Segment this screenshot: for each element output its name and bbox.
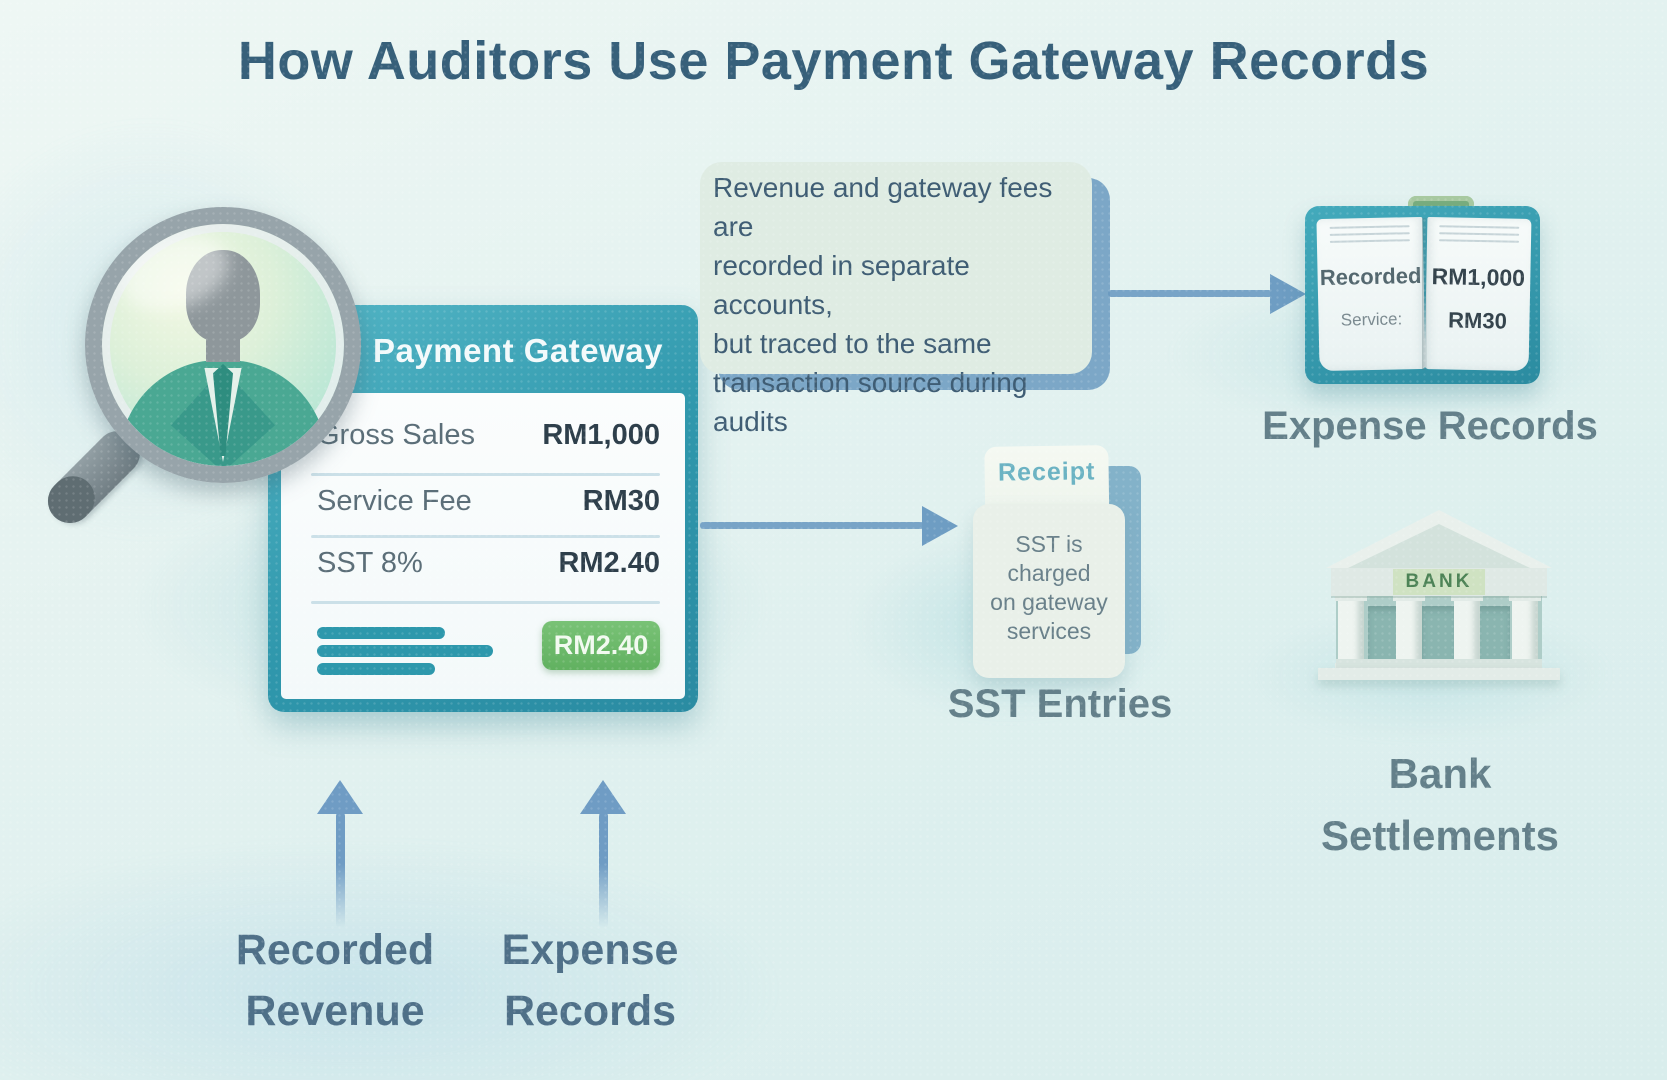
divider [311, 473, 660, 476]
summary-line [317, 645, 493, 657]
bank-step [1318, 668, 1560, 680]
ledger-book-icon: Recorded Service: RM1,000 RM30 [1305, 196, 1540, 384]
arrow-up-icon [580, 780, 626, 814]
bank-settlements-label-line2: Settlements [1320, 812, 1560, 859]
gateway-row: Gross Sales RM1,000 [317, 415, 660, 455]
summary-line [317, 663, 435, 675]
page-rule [1329, 232, 1411, 236]
bank-icon: BANK [1318, 510, 1560, 680]
receipt-note: SST is charged on gateway services [990, 531, 1108, 644]
receipt-title: Receipt [997, 457, 1096, 487]
auditor-person-icon [102, 224, 344, 466]
arrow-right-icon [1108, 290, 1272, 297]
expense-records-flow-label: Expense Records [440, 920, 740, 1042]
bank-window [1476, 606, 1510, 668]
bank-step [1336, 659, 1542, 670]
row-label: SST 8% [317, 546, 423, 579]
gateway-card-body: Gross Sales RM1,000 Service Fee RM30 SST… [281, 393, 685, 699]
sst-entries-label: SST Entries [947, 682, 1173, 726]
summary-line [317, 627, 445, 639]
gateway-row: Service Fee RM30 [317, 481, 660, 521]
book-entry-value: RM30 [1447, 307, 1508, 334]
book-spine [1422, 218, 1427, 370]
page-title: How Auditors Use Payment Gateway Records [237, 31, 1430, 91]
arrow-up-icon [317, 780, 363, 814]
bank-door [1422, 606, 1456, 668]
bank-settlements-label-line1: Bank [1388, 750, 1492, 797]
bank-column [1509, 594, 1541, 670]
flow-label-line: Revenue [245, 987, 425, 1035]
divider [311, 535, 660, 538]
arrow-up-stem [599, 812, 608, 928]
magnifier-icon [85, 207, 361, 483]
row-value: RM2.40 [558, 546, 660, 579]
arrow-right-icon [700, 522, 924, 529]
page-rule [1329, 225, 1410, 229]
bank-column [1393, 594, 1425, 670]
bank-sign: BANK [1393, 569, 1485, 595]
flow-label-line: Records [503, 987, 677, 1035]
page-rule [1439, 239, 1519, 243]
page-rule [1439, 225, 1519, 229]
expense-records-label: Expense Records [1262, 404, 1598, 448]
gateway-row: SST 8% RM2.40 [317, 543, 660, 583]
row-value: RM30 [582, 484, 660, 517]
book-page-right: RM1,000 RM30 [1424, 217, 1532, 371]
row-label: Gross Sales [317, 418, 475, 451]
book-page-left: Recorded Service: [1316, 216, 1426, 372]
flow-label-line: Recorded [235, 926, 435, 974]
callout-text: Revenue and gateway fees are recorded in… [713, 172, 1053, 437]
total-badge: RM2.40 [542, 621, 660, 670]
page-rule [1439, 232, 1519, 236]
receipt-note-card: SST is charged on gateway services [973, 504, 1125, 678]
page-rule [1329, 239, 1411, 243]
row-value: RM1,000 [542, 418, 660, 451]
callout-note: Revenue and gateway fees are recorded in… [700, 162, 1092, 437]
book-entry-label: Service: [1340, 309, 1403, 330]
auditor-head [186, 250, 260, 342]
row-label: Service Fee [317, 484, 472, 517]
recorded-revenue-label: Recorded Revenue [185, 920, 485, 1042]
book-entry-value: RM1,000 [1431, 263, 1526, 291]
arrow-up-stem [336, 812, 345, 928]
book-entry-label: Recorded [1319, 262, 1422, 291]
divider [311, 601, 660, 604]
flow-label-line: Expense [501, 926, 679, 974]
gateway-card-title: Payment Gateway [373, 332, 663, 369]
